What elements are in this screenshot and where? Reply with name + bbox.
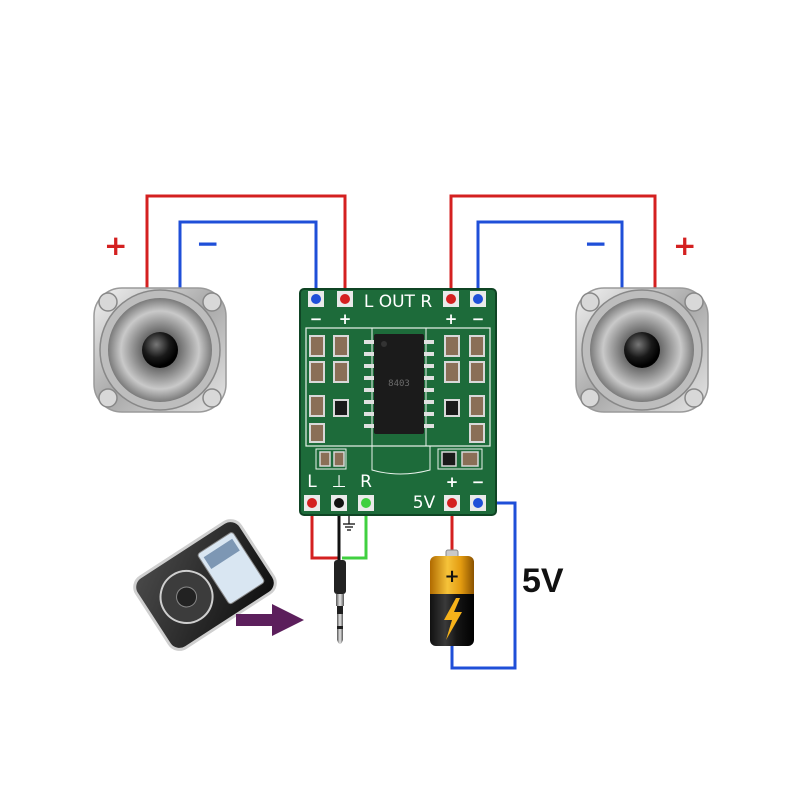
- left-speaker-positive-wire: [145, 194, 347, 298]
- left-speaker: [93, 287, 227, 413]
- audio-jack: [334, 560, 346, 644]
- music-player: [133, 519, 277, 651]
- pin-right-minus-label: −: [472, 310, 485, 328]
- pin-right-plus-label: +: [445, 310, 458, 328]
- power-minus-pin: [473, 498, 483, 508]
- board-power-label: 5V: [413, 493, 436, 513]
- power-plus-pin: [447, 498, 457, 508]
- power-plus-label: +: [446, 473, 459, 491]
- pin-left-minus-label: −: [310, 310, 323, 328]
- lower-components: [315, 448, 483, 470]
- input-right-label: R: [360, 472, 372, 492]
- input-right-wire: [342, 503, 368, 560]
- amplifier-chip: 8403: [364, 334, 434, 434]
- input-right-pin: [361, 498, 371, 508]
- smd-resistors: [333, 399, 460, 417]
- right-speaker-negative-wire: [476, 220, 624, 298]
- input-ground-label: ⊥: [332, 472, 347, 492]
- battery: +: [430, 549, 474, 646]
- power-negative-wire: [450, 501, 517, 670]
- left-plus-pin: [340, 294, 350, 304]
- input-left-wire: [310, 503, 340, 560]
- right-plus-pin: [446, 294, 456, 304]
- pin-left-plus-label: +: [339, 310, 352, 328]
- board-out-label: L OUT R: [364, 292, 432, 312]
- power-minus-label: −: [472, 473, 485, 491]
- right-speaker-plus-sign: +: [673, 229, 697, 262]
- arrow-icon: [236, 604, 304, 636]
- smd-components: [309, 335, 485, 443]
- input-pins: [304, 495, 486, 511]
- left-speaker-plus-sign: +: [104, 229, 128, 262]
- ground-symbol: [343, 516, 355, 531]
- amplifier-board: L OUT R − + + −: [299, 288, 497, 516]
- left-speaker-minus-sign: −: [196, 227, 220, 260]
- right-speaker-positive-wire: [449, 194, 657, 298]
- right-minus-pin: [473, 294, 483, 304]
- right-speaker: [575, 287, 709, 413]
- chip-marking: 8403: [388, 379, 410, 389]
- right-speaker-minus-sign: −: [584, 227, 608, 260]
- left-minus-pin: [311, 294, 321, 304]
- input-ground-pin: [334, 498, 344, 508]
- output-pins: [308, 291, 486, 307]
- left-speaker-negative-wire: [178, 220, 318, 298]
- input-left-pin: [307, 498, 317, 508]
- input-left-label: L: [307, 472, 317, 492]
- lightning-icon: [444, 598, 462, 640]
- battery-terminal-label: +: [444, 566, 459, 587]
- battery-voltage-label: 5V: [522, 562, 564, 600]
